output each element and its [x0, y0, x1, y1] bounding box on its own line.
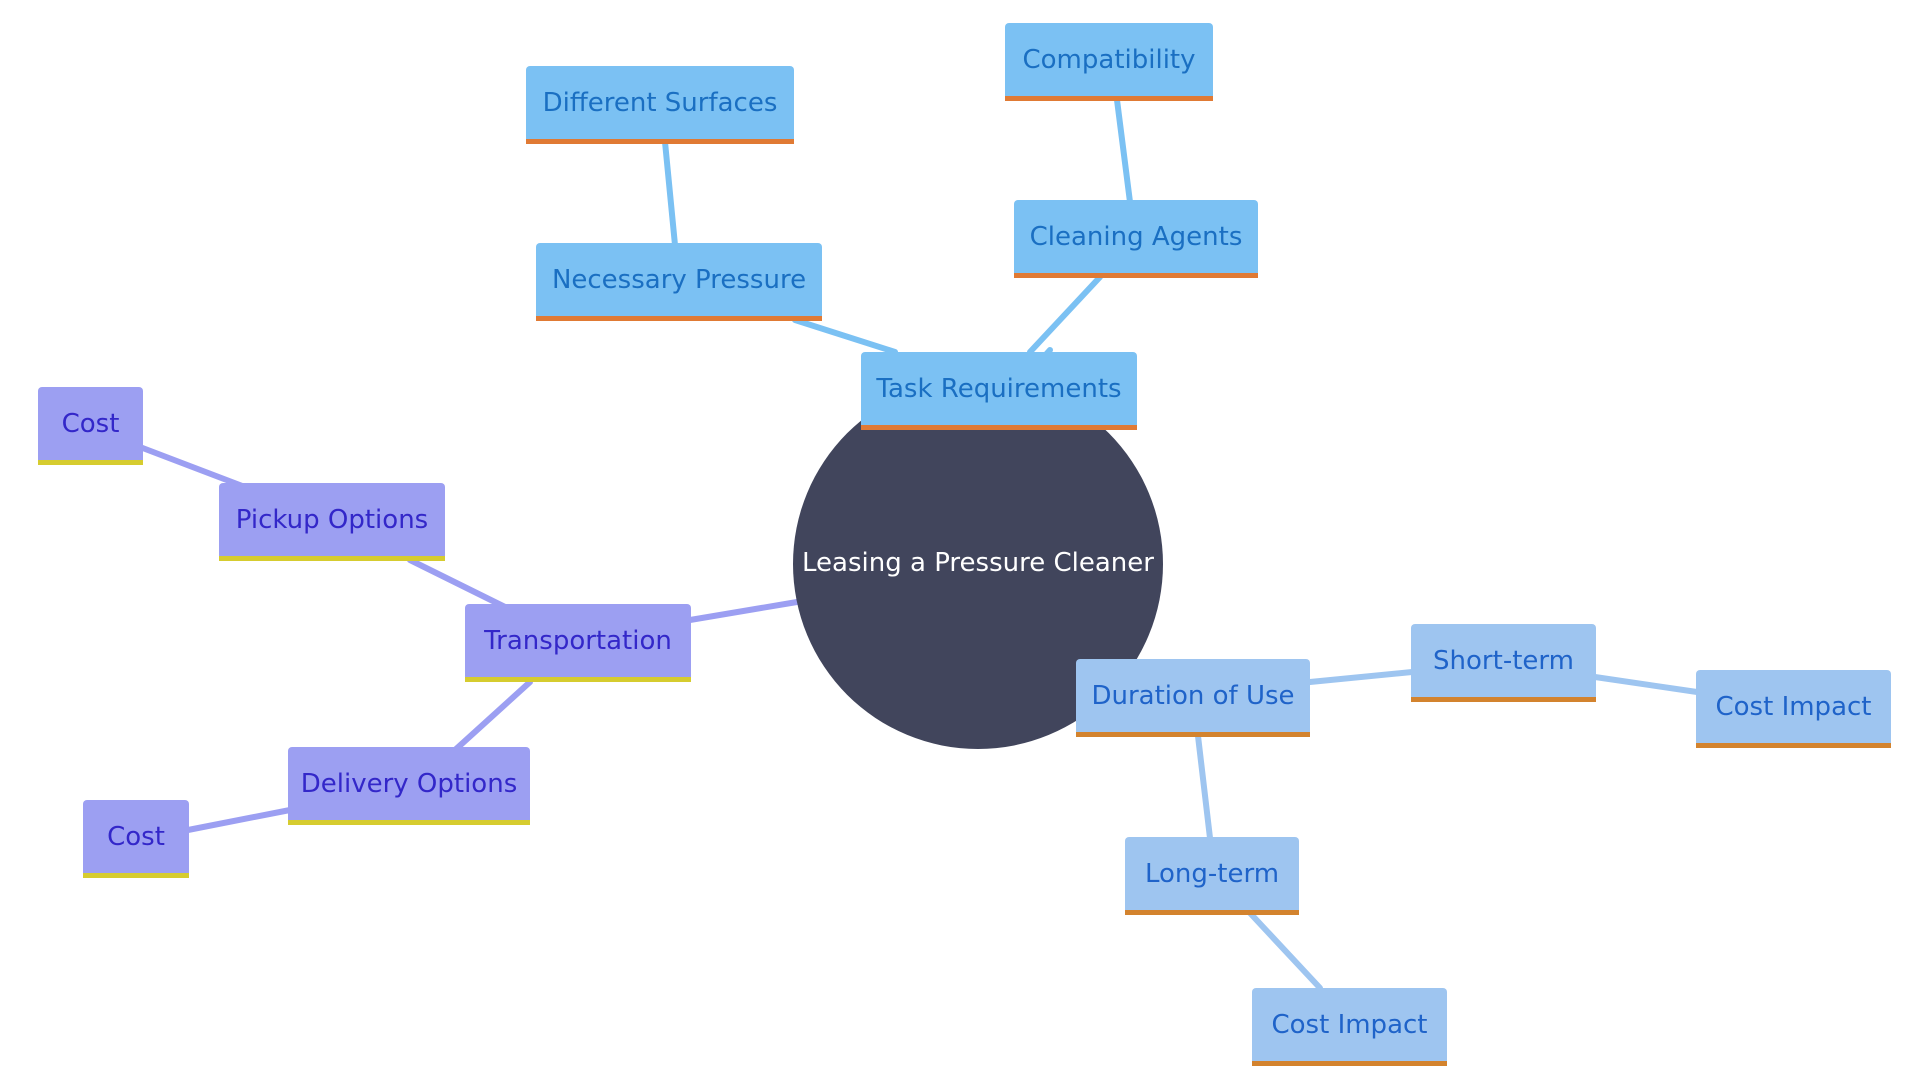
edge-duration-short: [1307, 669, 1415, 685]
node-cleaning-agents: Cleaning Agents: [1014, 200, 1258, 278]
node-compatibility: Compatibility: [1005, 23, 1213, 101]
node-long-term: Long-term: [1125, 837, 1299, 915]
edge-task-pressure: [792, 317, 898, 355]
node-different-surfaces: Different Surfaces: [526, 66, 794, 144]
node-task-requirements: Task Requirements: [861, 352, 1137, 430]
edge-delivery-cost: [185, 807, 293, 833]
root-label: Leasing a Pressure Cleaner: [802, 548, 1154, 578]
edge-long-costimpact: [1247, 910, 1323, 991]
node-short-term-cost-impact: Cost Impact: [1696, 670, 1891, 748]
edge-short-costimpact: [1592, 674, 1700, 695]
node-long-term-cost-impact: Cost Impact: [1252, 988, 1447, 1066]
edge-transport-delivery: [452, 679, 533, 753]
node-duration-of-use: Duration of Use: [1076, 659, 1310, 737]
node-necessary-pressure: Necessary Pressure: [536, 243, 822, 321]
edge-pressure-surfaces: [662, 139, 678, 248]
node-delivery-cost: Cost: [83, 800, 189, 878]
node-pickup-cost: Cost: [38, 387, 143, 465]
edge-duration-long: [1195, 733, 1213, 841]
edge-root-transport: [687, 599, 800, 623]
node-delivery-options: Delivery Options: [288, 747, 530, 825]
edge-task-agents: [1027, 274, 1103, 355]
node-pickup-options: Pickup Options: [219, 483, 445, 561]
node-transportation: Transportation: [465, 604, 691, 682]
edge-agents-compat: [1114, 97, 1133, 205]
node-short-term: Short-term: [1411, 624, 1596, 702]
edge-transport-pickup: [407, 557, 508, 610]
edge-pickup-cost: [137, 444, 248, 490]
